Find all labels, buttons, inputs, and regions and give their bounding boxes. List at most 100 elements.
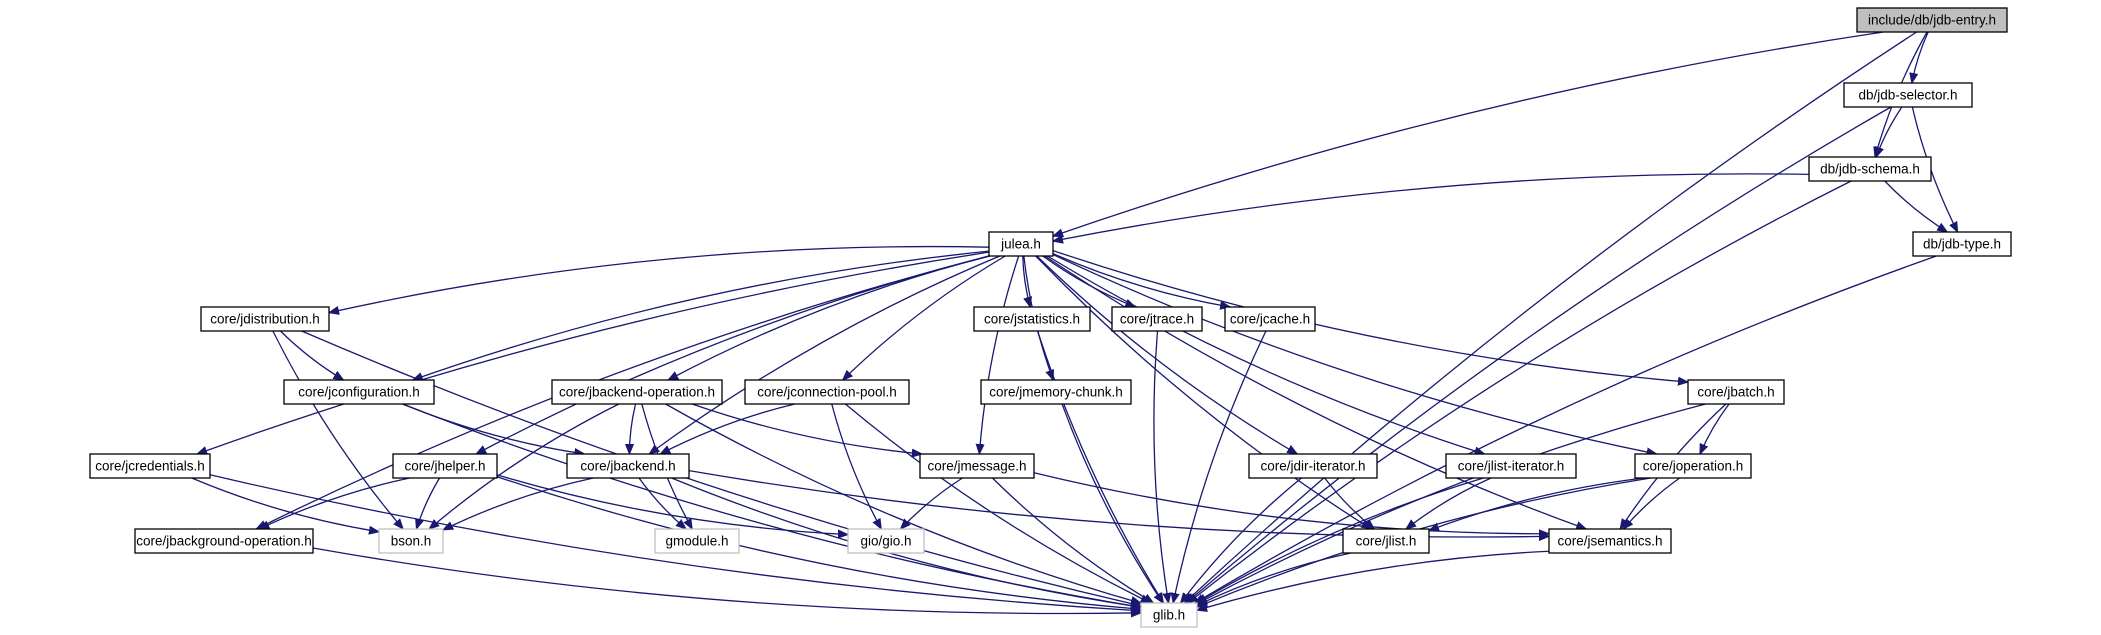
- node-box[interactable]: [1634, 453, 1752, 479]
- node-label: core/jbackend-operation.h: [559, 385, 715, 400]
- node-gmodule: gmodule.h: [654, 528, 740, 554]
- node-box[interactable]: [566, 453, 690, 479]
- node-label: core/joperation.h: [1643, 459, 1744, 474]
- node-jmemchunk[interactable]: core/jmemory-chunk.h: [980, 379, 1132, 405]
- nodes-layer: include/db/jdb-entry.h db/jdb-selector.h d…: [89, 7, 2012, 628]
- node-joperation[interactable]: core/joperation.h: [1634, 453, 1752, 479]
- node-jdistribution[interactable]: core/jdistribution.h: [200, 306, 330, 332]
- node-box[interactable]: [1687, 379, 1785, 405]
- edge-jsemantics-to-glib: [1197, 550, 1550, 610]
- node-box[interactable]: [988, 231, 1054, 257]
- node-jmessage[interactable]: core/jmessage.h: [919, 453, 1035, 479]
- node-label: julea.h: [1000, 237, 1041, 252]
- node-box[interactable]: [919, 453, 1035, 479]
- edge-jbackendop-to-jbackend: [629, 403, 637, 454]
- node-box[interactable]: [973, 306, 1091, 332]
- node-box: [378, 528, 444, 554]
- edge-jtrace-to-glib: [1153, 330, 1169, 603]
- edge-root-to-selector: [1912, 31, 1929, 83]
- node-jcredentials[interactable]: core/jcredentials.h: [89, 453, 211, 479]
- node-label: core/jhelper.h: [404, 459, 485, 474]
- edge-jconfiguration-to-jbackend: [402, 403, 585, 454]
- edge-julea-to-joperation: [1052, 253, 1657, 454]
- node-box[interactable]: [980, 379, 1132, 405]
- edge-schema-to-type: [1884, 180, 1948, 232]
- node-label: core/jsemantics.h: [1557, 534, 1662, 549]
- node-glib: glib.h: [1140, 602, 1198, 628]
- node-label: include/db/jdb-entry.h: [1868, 13, 1996, 28]
- node-julea[interactable]: julea.h: [988, 231, 1054, 257]
- node-schema[interactable]: db/jdb-schema.h: [1808, 156, 1932, 182]
- node-label: core/jstatistics.h: [984, 312, 1080, 327]
- node-jhelper[interactable]: core/jhelper.h: [392, 453, 498, 479]
- node-bson: bson.h: [378, 528, 444, 554]
- node-box[interactable]: [1548, 528, 1672, 554]
- edge-jbackend-to-jsemantics: [688, 470, 1549, 537]
- node-selector[interactable]: db/jdb-selector.h: [1843, 82, 1973, 108]
- node-jconnpool[interactable]: core/jconnection-pool.h: [744, 379, 910, 405]
- node-box[interactable]: [1111, 306, 1203, 332]
- edge-julea-to-jcredentials: [197, 251, 990, 454]
- edge-julea-to-jdistribution: [329, 245, 990, 313]
- edge-jbackendop-to-glib: [665, 403, 1141, 603]
- edge-julea-to-jbackendop: [668, 255, 991, 380]
- node-label: core/jbackground-operation.h: [136, 534, 312, 549]
- edge-julea-to-jhelper: [476, 255, 991, 454]
- edge-julea-to-jconfiguration: [413, 250, 990, 380]
- node-box[interactable]: [1808, 156, 1932, 182]
- node-box[interactable]: [744, 379, 910, 405]
- edge-julea-to-jdiriter: [1036, 255, 1297, 454]
- node-box[interactable]: [89, 453, 211, 479]
- edge-jconnpool-to-gio: [831, 403, 881, 529]
- node-label: core/jcredentials.h: [95, 459, 205, 474]
- edge-jmessage-to-gio: [901, 477, 963, 529]
- node-label: core/jcache.h: [1230, 312, 1310, 327]
- node-box[interactable]: [1248, 453, 1378, 479]
- node-box[interactable]: [1843, 82, 1973, 108]
- node-box[interactable]: [1856, 7, 2008, 33]
- edge-jlistiter-to-glib: [1197, 477, 1484, 603]
- node-box[interactable]: [551, 379, 723, 405]
- edge-jdistribution-to-bson: [272, 330, 403, 529]
- node-jcache[interactable]: core/jcache.h: [1224, 306, 1316, 332]
- node-box[interactable]: [392, 453, 498, 479]
- node-label: core/jmemory-chunk.h: [989, 385, 1123, 400]
- node-jtrace[interactable]: core/jtrace.h: [1111, 306, 1203, 332]
- edge-jcredentials-to-bson: [191, 477, 379, 532]
- edge-jhelper-to-glib: [496, 476, 1141, 610]
- node-box[interactable]: [134, 528, 314, 554]
- edge-julea-to-jstatistics: [1022, 255, 1030, 307]
- node-box[interactable]: [200, 306, 330, 332]
- edge-jbatch-to-joperation: [1699, 403, 1730, 454]
- node-label: core/jconnection-pool.h: [757, 385, 897, 400]
- edge-jdiriter-to-jlist: [1324, 477, 1375, 529]
- node-box[interactable]: [1342, 528, 1430, 554]
- node-label: core/jbatch.h: [1697, 385, 1774, 400]
- node-label: core/jlist.h: [1356, 534, 1417, 549]
- node-label: gio/gio.h: [860, 534, 911, 549]
- node-jbackend[interactable]: core/jbackend.h: [566, 453, 690, 479]
- edge-jbatch-to-glib: [1197, 403, 1706, 604]
- node-label: db/jdb-schema.h: [1820, 162, 1920, 177]
- edge-jmessage-to-glib: [992, 477, 1153, 603]
- node-jlistiter[interactable]: core/jlist-iterator.h: [1445, 453, 1577, 479]
- node-jbatch[interactable]: core/jbatch.h: [1687, 379, 1785, 405]
- node-label: core/jlist-iterator.h: [1458, 459, 1565, 474]
- node-label: core/jdir-iterator.h: [1260, 459, 1365, 474]
- node-jlist[interactable]: core/jlist.h: [1342, 528, 1430, 554]
- node-jbgop[interactable]: core/jbackground-operation.h: [134, 528, 314, 554]
- node-jstatistics[interactable]: core/jstatistics.h: [973, 306, 1091, 332]
- edge-jmessage-to-jsemantics: [1033, 472, 1549, 534]
- node-root[interactable]: include/db/jdb-entry.h: [1856, 7, 2008, 33]
- node-type[interactable]: db/jdb-type.h: [1912, 231, 2012, 257]
- node-jsemantics[interactable]: core/jsemantics.h: [1548, 528, 1672, 554]
- node-box[interactable]: [1445, 453, 1577, 479]
- node-jbackendop[interactable]: core/jbackend-operation.h: [551, 379, 723, 405]
- edge-root-to-glib: [1184, 31, 1917, 603]
- node-jdiriter[interactable]: core/jdir-iterator.h: [1248, 453, 1378, 479]
- edge-type-to-glib: [1195, 255, 1937, 603]
- node-jconfiguration[interactable]: core/jconfiguration.h: [283, 379, 435, 405]
- node-box[interactable]: [1912, 231, 2012, 257]
- node-box[interactable]: [1224, 306, 1316, 332]
- node-box[interactable]: [283, 379, 435, 405]
